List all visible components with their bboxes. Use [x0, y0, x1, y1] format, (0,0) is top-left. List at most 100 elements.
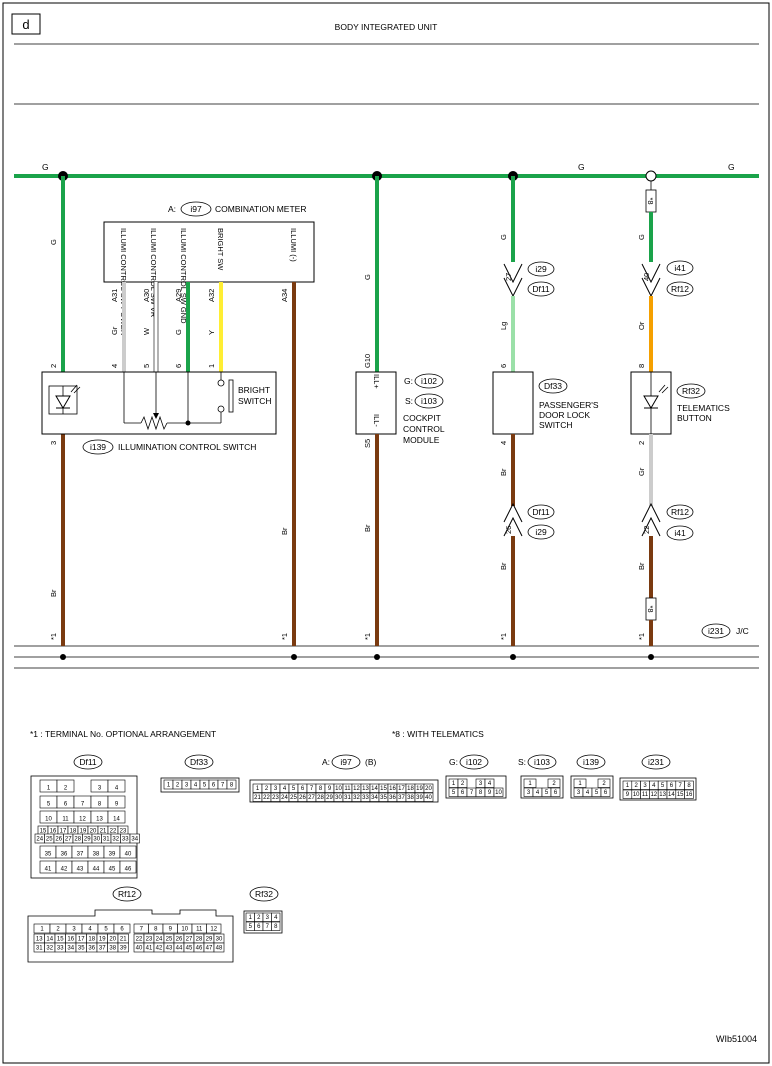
legend-i97-pin: 16	[389, 786, 396, 792]
ground-mark: *1	[280, 633, 289, 640]
legend-df11-pin: 40	[125, 852, 132, 858]
legend-df11-pin: 44	[93, 867, 100, 873]
legend-i231-pin: 6	[670, 783, 674, 789]
legend-rf32-pin: 5	[249, 924, 253, 930]
legend-df11-pin: 28	[74, 837, 81, 843]
meter-pin-name: ILLUMI CONTROL SW GND	[179, 228, 188, 324]
legend-df11-pin: 2	[64, 786, 68, 792]
option-mark: *8	[646, 197, 655, 204]
legend-df11-pin: 6	[64, 802, 68, 808]
wire-code: Lg	[499, 322, 508, 330]
legend-i102-pin: 4	[488, 781, 492, 787]
illum-switch-name: ILLUMINATION CONTROL SWITCH	[118, 442, 256, 452]
pin-number: 6	[174, 364, 183, 368]
cockpit-connector-s: i103	[421, 396, 437, 406]
legend-df33-pin: 1	[167, 783, 171, 789]
legend-df33-pin: 8	[230, 783, 234, 789]
legend-i97-pin: 22	[263, 795, 270, 801]
legend-rf12-pin: 20	[109, 937, 116, 943]
door-lock-name-1: PASSENGER'S	[539, 400, 599, 410]
cockpit-connector-g: i102	[421, 376, 437, 386]
legend-rf12-pin: 31	[36, 946, 43, 952]
legend-i102-pin: 5	[452, 790, 456, 796]
legend-df33-pin: 3	[185, 783, 189, 789]
wire-code: Gr	[110, 326, 119, 335]
legend-df11-pin: 21	[100, 829, 107, 835]
joint-connector: Df11	[532, 284, 550, 294]
legend-i139-pin: 6	[604, 790, 608, 796]
legend-i102-pin: 8	[479, 790, 483, 796]
meter-pin-id: A32	[207, 289, 216, 302]
legend-rf32-pin: 3	[266, 915, 270, 921]
legend-i97-pin: 10	[335, 786, 342, 792]
legend-rf12-pin: 35	[78, 946, 85, 952]
legend-i102-pin: 2	[461, 781, 465, 787]
legend-i97-pin: 34	[371, 795, 378, 801]
legend-rf12-pin: 2	[56, 927, 60, 933]
legend-rf12-pin: 42	[156, 946, 163, 952]
legend-i97-prefix: A:	[322, 757, 330, 767]
legend-df11-pin: 5	[47, 802, 51, 808]
legend-i103-pin: 1	[528, 781, 532, 787]
legend-rf12-pin: 3	[72, 927, 76, 933]
ground-mark: *1	[49, 633, 58, 640]
legend-df11-pin: 15	[40, 829, 47, 835]
legend-rf12-pin: 19	[99, 937, 106, 943]
legend-i231-pin: 3	[643, 783, 647, 789]
cockpit-name-2: CONTROL	[403, 424, 445, 434]
legend-rf12-pin: 10	[181, 927, 188, 933]
cockpit-name-1: COCKPIT	[403, 413, 441, 423]
pin-number: 8	[637, 364, 646, 368]
legend-i231-pin: 12	[650, 792, 657, 798]
meter-pin-id: A29	[174, 289, 183, 302]
joint-pin: 27	[504, 273, 513, 281]
legend-df11-pin: 22	[110, 829, 117, 835]
wire-code: Br	[363, 524, 372, 532]
legend-rf12-pin: 11	[196, 927, 203, 933]
legend-rf12-pin: 43	[166, 946, 173, 952]
legend-df11-pin: 19	[80, 829, 87, 835]
legend-df11-pin: 20	[90, 829, 97, 835]
legend-i231-pin: 2	[635, 783, 639, 789]
legend-df33-pin: 4	[194, 783, 198, 789]
pin-number: 6	[499, 364, 508, 368]
legend-rf12-pin: 9	[169, 927, 173, 933]
bus-label-1: G	[42, 162, 49, 172]
legend-i139-id: i139	[583, 757, 599, 767]
legend-rf12-pin: 17	[78, 937, 85, 943]
legend-rf12-pin: 21	[120, 937, 127, 943]
legend-df11-pin: 31	[103, 837, 110, 843]
wire-code: Br	[280, 527, 289, 535]
terminal-label: ILL+	[372, 374, 381, 389]
legend-rf12-pin: 36	[88, 946, 95, 952]
pin-number: 4	[499, 441, 508, 445]
legend-rf32-pin: 2	[257, 915, 261, 921]
legend-i97-id: i97	[340, 757, 352, 767]
legend-i97-pin: 13	[362, 786, 369, 792]
ground-mark: *1	[363, 633, 372, 640]
legend-rf12-pin: 27	[186, 937, 193, 943]
wire-code: G	[637, 234, 646, 240]
legend-i103-pin: 4	[536, 790, 540, 796]
legend-rf12-pin: 24	[156, 937, 163, 943]
jc-suffix: J/C	[736, 626, 749, 636]
figure-id: WIb51004	[716, 1034, 757, 1044]
legend-df11-pin: 3	[98, 786, 102, 792]
legend-df11-pin: 45	[109, 867, 116, 873]
cockpit-prefix-g: G:	[404, 376, 413, 386]
wire-code: Gr	[637, 467, 646, 476]
combination-meter-box	[103, 221, 315, 283]
legend-df11-pin: 9	[115, 802, 119, 808]
legend-i103-pin: 6	[554, 790, 558, 796]
legend-i97-pin: 39	[416, 795, 423, 801]
legend-i97-pin: 17	[398, 786, 405, 792]
legend-rf12-pin: 30	[216, 937, 223, 943]
push-switch-icon	[228, 379, 234, 413]
legend-rf12-pin: 41	[146, 946, 153, 952]
legend-rf12-pin: 7	[140, 927, 144, 933]
legend-df33-pin: 6	[212, 783, 216, 789]
legend-i231-pin: 9	[626, 792, 630, 798]
legend-i102-pin: 10	[495, 790, 502, 796]
legend-rf12-pin: 14	[46, 937, 53, 943]
